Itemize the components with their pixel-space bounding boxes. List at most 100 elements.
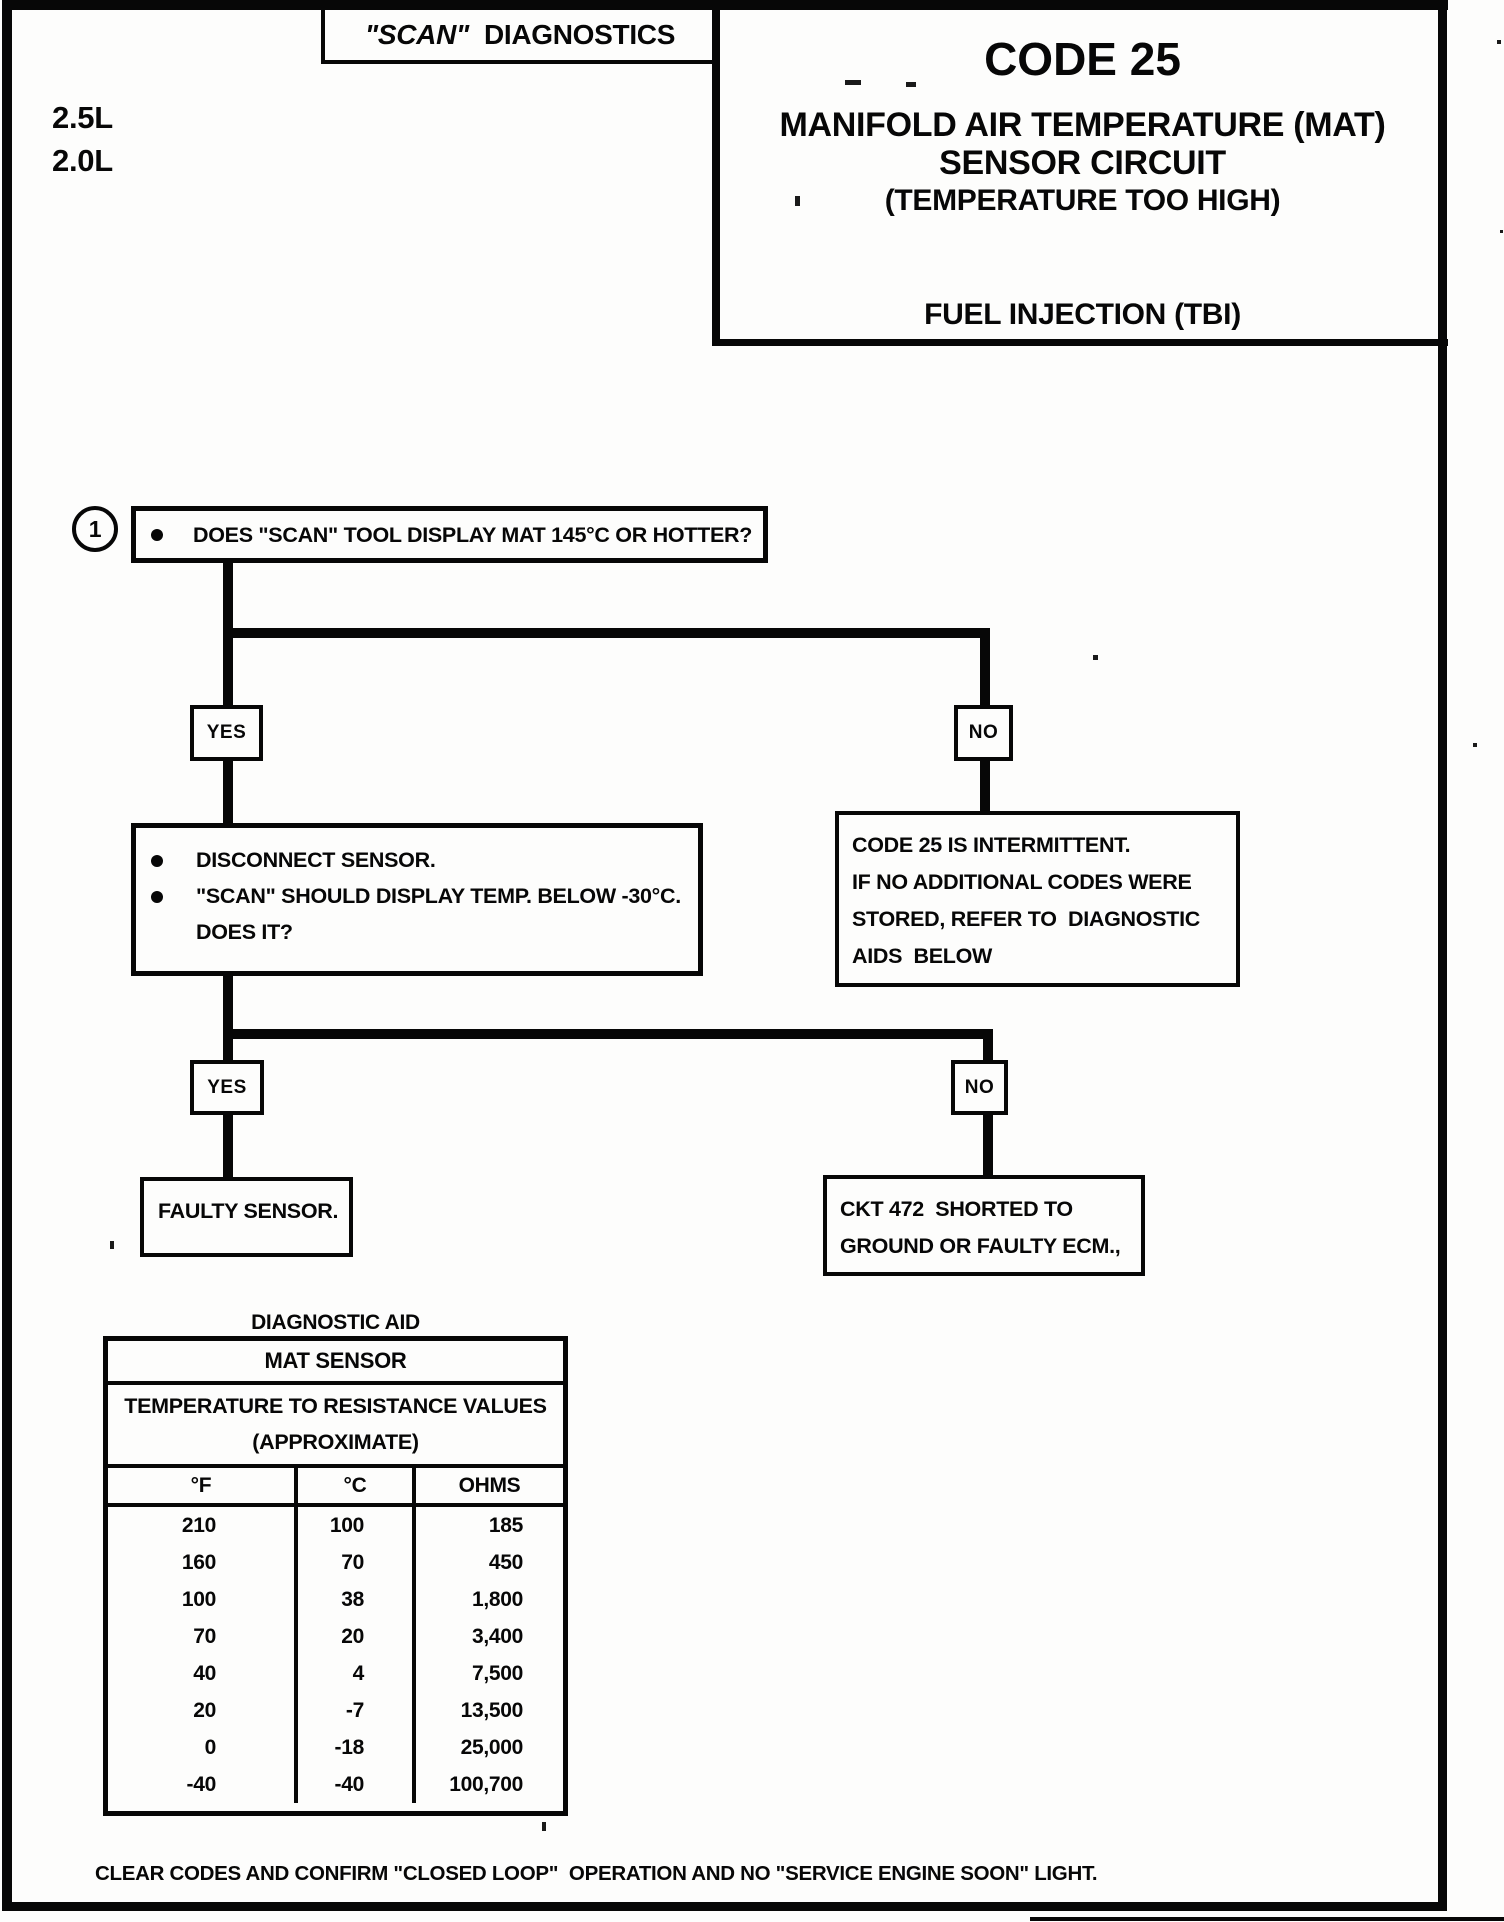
page-border-left [2, 0, 12, 1911]
page-border-right [1438, 0, 1447, 1911]
bullet-icon [151, 529, 163, 541]
question1-text: DOES "SCAN" TOOL DISPLAY MAT 145°C OR HO… [193, 523, 753, 547]
footer-note: CLEAR CODES AND CONFIRM "CLOSED LOOP" OP… [95, 1862, 1098, 1885]
column-header-c: °C [298, 1468, 416, 1503]
cell-ohms: 1,800 [471, 1588, 523, 1611]
connector-line [223, 761, 233, 825]
mat-sensor-table: MAT SENSOR TEMPERATURE TO RESISTANCE VAL… [103, 1336, 568, 1816]
cell-ohms: 100,700 [449, 1773, 523, 1796]
table-row: 20 -7 13,500 [108, 1692, 563, 1729]
engine-2-0l: 2.0L [52, 143, 113, 178]
table-header-row: °F °C OHMS [108, 1468, 563, 1507]
yes-label: YES [207, 1076, 247, 1098]
scan-artifact [1497, 40, 1501, 44]
cell-f: 100 [108, 1581, 298, 1618]
intermittent-line4: AIDS BELOW [852, 944, 993, 968]
title-line2: SENSOR CIRCUIT [939, 144, 1226, 182]
intermittent-line1: CODE 25 IS INTERMITTENT. [852, 833, 1131, 857]
bullet-icon [151, 891, 163, 903]
scan-artifact [845, 80, 861, 85]
cell-f: -40 [108, 1766, 298, 1803]
cell-c: -40 [298, 1766, 416, 1803]
cell-c: 70 [298, 1544, 416, 1581]
title-subtitle: FUEL INJECTION (TBI) [924, 298, 1241, 331]
step2-line1: DISCONNECT SENSOR. [196, 848, 436, 872]
code-number: CODE 25 [984, 33, 1181, 85]
intermittent-line2: IF NO ADDITIONAL CODES WERE [852, 870, 1192, 894]
intermittent-line3: STORED, REFER TO DIAGNOSTIC [852, 907, 1200, 931]
no-label: NO [968, 722, 999, 743]
scan-artifact [1500, 230, 1503, 233]
table-row: 70 20 3,400 [108, 1618, 563, 1655]
question1-box: DOES "SCAN" TOOL DISPLAY MAT 145°C OR HO… [131, 506, 768, 563]
diagnostic-aid-label: DIAGNOSTIC AID [251, 1311, 420, 1334]
cell-c: 38 [298, 1581, 416, 1618]
table-row: 40 4 7,500 [108, 1655, 563, 1692]
step2-line2: "SCAN" SHOULD DISPLAY TEMP. BELOW -30°C. [196, 884, 681, 908]
cell-c: 4 [298, 1655, 416, 1692]
connector-line [980, 761, 990, 813]
title-line1: MANIFOLD AIR TEMPERATURE (MAT) [779, 106, 1386, 144]
title-line3: (TEMPERATURE TOO HIGH) [884, 184, 1281, 217]
bullet-icon [151, 855, 163, 867]
cell-ohms: 450 [488, 1551, 523, 1574]
ckt-472-box: CKT 472 SHORTED TO GROUND OR FAULTY ECM.… [823, 1175, 1145, 1276]
cell-f: 20 [108, 1692, 298, 1729]
cell-ohms: 13,500 [460, 1699, 524, 1722]
cell-c: -18 [298, 1729, 416, 1766]
engine-labels: 2.5L 2.0L [52, 96, 113, 182]
cell-c: 20 [298, 1618, 416, 1655]
cell-ohms: 25,000 [460, 1736, 524, 1759]
step-number: 1 [88, 515, 102, 542]
faulty-sensor-box: FAULTY SENSOR. [140, 1177, 353, 1257]
connector-line [223, 1114, 233, 1179]
connector-line [980, 628, 990, 705]
table-row: 160 70 450 [108, 1544, 563, 1581]
page-border-bottom [2, 1902, 1447, 1911]
table-row: 210 100 185 [108, 1507, 563, 1544]
scan-artifact [1093, 655, 1098, 660]
title-box-bottom-edge [712, 339, 1448, 346]
connector-line [223, 975, 233, 1061]
scan-artifact [795, 196, 800, 206]
cell-f: 160 [108, 1544, 298, 1581]
question2-box: DISCONNECT SENSOR. "SCAN" SHOULD DISPLAY… [131, 823, 703, 976]
scan-artifact [906, 82, 916, 87]
table-row: 0 -18 25,000 [108, 1729, 563, 1766]
engine-2-5l: 2.5L [52, 100, 113, 135]
yes-box-2: YES [190, 1060, 264, 1115]
table-row: 100 38 1,800 [108, 1581, 563, 1618]
table-subtitle-line2: (APPROXIMATE) [252, 1430, 419, 1454]
no-label: NO [964, 1076, 995, 1098]
table-row: -40 -40 100,700 [108, 1766, 563, 1811]
scan-diagnostics-label-italic: "SCAN" [364, 19, 469, 50]
column-header-f: °F [108, 1468, 298, 1503]
title-block: CODE 25 MANIFOLD AIR TEMPERATURE (MAT) S… [719, 10, 1446, 345]
intermittent-box: CODE 25 IS INTERMITTENT. IF NO ADDITIONA… [835, 811, 1240, 987]
no-box-2: NO [951, 1060, 1008, 1115]
connector-line [223, 1029, 993, 1039]
ckt-line2: GROUND OR FAULTY ECM., [840, 1234, 1121, 1258]
cell-ohms: 185 [488, 1514, 523, 1537]
title-box-left-edge [712, 10, 720, 346]
yes-label: YES [206, 722, 247, 743]
step-number-circle: 1 [72, 506, 118, 552]
scan-artifact [1473, 743, 1477, 747]
faulty-sensor-text: FAULTY SENSOR. [158, 1199, 339, 1223]
scan-artifact [110, 1241, 114, 1249]
cell-f: 40 [108, 1655, 298, 1692]
no-box-1: NO [954, 705, 1013, 761]
cell-f: 70 [108, 1618, 298, 1655]
cell-ohms: 7,500 [471, 1662, 523, 1685]
scan-artifact [542, 1822, 546, 1831]
cell-c: 100 [298, 1507, 416, 1544]
cell-c: -7 [298, 1692, 416, 1729]
cell-f: 0 [108, 1729, 298, 1766]
yes-box-1: YES [190, 705, 263, 761]
page-border-top [2, 0, 1448, 10]
table-subtitle: TEMPERATURE TO RESISTANCE VALUES (APPROX… [108, 1385, 563, 1468]
step2-line3: DOES IT? [196, 920, 293, 944]
column-header-ohms: OHMS [458, 1474, 521, 1497]
table-subtitle-line1: TEMPERATURE TO RESISTANCE VALUES [124, 1394, 547, 1418]
